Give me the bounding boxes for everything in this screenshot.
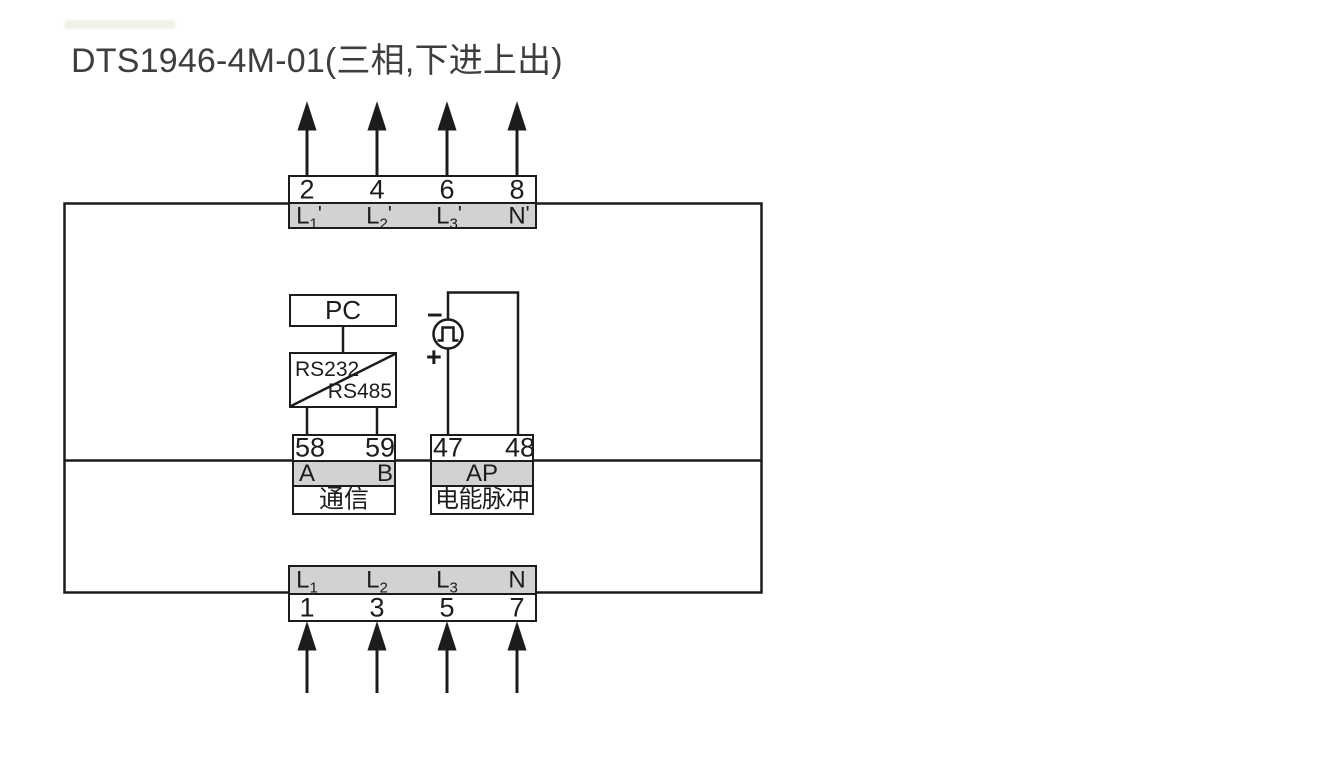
pc-box-label: PC (324, 295, 362, 325)
terminal-number: 8 (509, 174, 525, 204)
top-terminal-labels-row: L1' L2' L3' N' (290, 202, 535, 232)
terminal-number: 58 (294, 432, 326, 463)
terminal-label: L2' (366, 202, 392, 232)
rs232-label: RS232 (295, 358, 360, 381)
comm-terminal-block: 58 59 A B 通信 (292, 434, 396, 515)
bottom-terminal-block: L1 L2 L3 N 1 3 5 7 (288, 565, 537, 622)
terminal-number: 7 (509, 592, 525, 622)
diagram-title: DTS1946-4M-01(三相,下进上出) (71, 42, 563, 80)
pulse-ap-row: AP (432, 460, 532, 485)
arrow-up-icon (297, 621, 317, 693)
comm-caption: 通信 (318, 485, 370, 514)
arrow-up-icon (437, 101, 457, 175)
comm-caption-row: 通信 (294, 485, 394, 513)
pulse-numbers-row: 47 48 (432, 432, 536, 463)
comm-ab-row: A B (294, 460, 394, 485)
rs485-label: RS485 (327, 380, 392, 403)
terminal-label: L1' (296, 202, 322, 232)
terminal-number: 3 (369, 592, 385, 622)
terminal-number: 48 (504, 432, 536, 463)
rs-converter-box: RS232 RS485 (289, 352, 397, 408)
arrow-up-icon (297, 101, 317, 175)
pc-box: PC (289, 294, 397, 327)
terminal-label: B (376, 459, 394, 487)
rs-diagonal-divider (291, 354, 395, 406)
arrow-up-icon (437, 621, 457, 693)
terminal-label: L3' (436, 202, 462, 232)
terminal-label: N (508, 566, 526, 594)
pulse-minus-label: − (427, 300, 443, 330)
pulse-source-icon (432, 318, 464, 350)
terminal-number: 5 (439, 592, 455, 622)
comm-numbers-row: 58 59 (294, 432, 396, 463)
terminal-number: 6 (439, 174, 455, 204)
arrow-up-icon (507, 621, 527, 693)
arrow-up-icon (507, 101, 527, 175)
terminal-number: 47 (432, 432, 464, 463)
pulse-caption: 电能脉冲 (435, 486, 530, 513)
pulse-terminal-block: 47 48 AP 电能脉冲 (430, 432, 536, 515)
terminal-label: AP (465, 459, 499, 487)
arrow-up-icon (367, 621, 387, 693)
terminal-label: L3 (436, 566, 458, 597)
arrow-up-icon (367, 101, 387, 175)
terminal-number: 4 (369, 174, 385, 204)
terminal-label: L1 (296, 566, 318, 597)
pulse-plus-label: + (426, 342, 442, 372)
pulse-loop-wire (446, 291, 520, 436)
meter-outline (63, 202, 763, 594)
terminal-number: 59 (364, 432, 396, 463)
bottom-terminal-labels-row: L1 L2 L3 N (290, 566, 535, 597)
top-terminal-numbers-row: 2 4 6 8 (290, 174, 535, 204)
terminal-label: N' (508, 202, 530, 229)
bottom-terminal-numbers-row: 1 3 5 7 (290, 592, 535, 622)
terminal-label: L2 (366, 566, 388, 597)
scan-artifact-smudge (64, 20, 176, 29)
terminal-label: A (298, 459, 316, 487)
pulse-caption-row: 电能脉冲 (432, 485, 532, 513)
top-terminal-block: 2 4 6 8 L1' L2' L3' N' (288, 174, 537, 232)
terminal-number: 2 (299, 174, 315, 204)
terminal-number: 1 (299, 592, 315, 622)
